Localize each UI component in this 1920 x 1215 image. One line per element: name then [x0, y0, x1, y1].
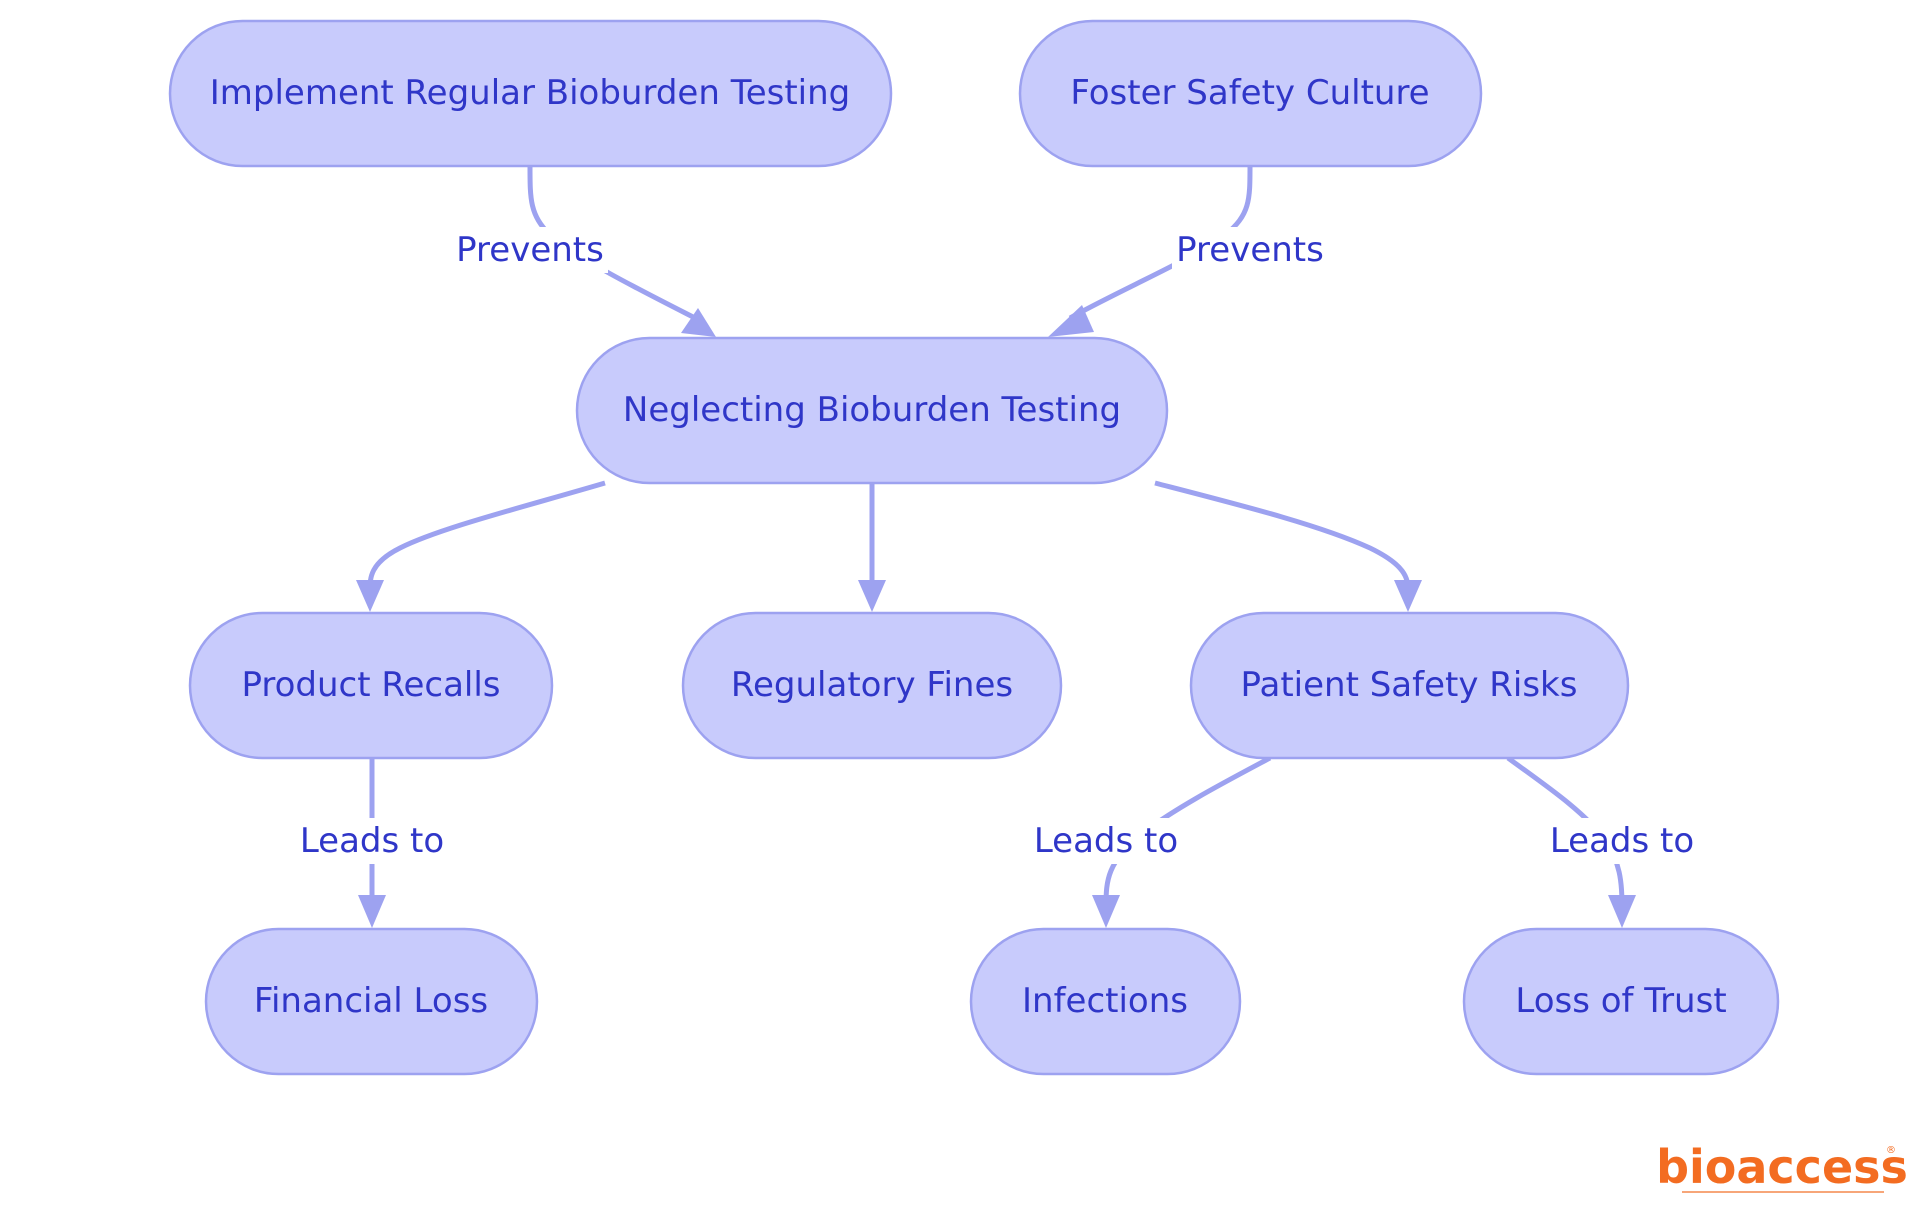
- node-label: Implement Regular Bioburden Testing: [210, 73, 851, 113]
- node-neglecting-testing: Neglecting Bioburden Testing: [575, 336, 1169, 485]
- node-label: Infections: [1022, 981, 1188, 1021]
- logo-text: bioaccess: [1656, 1140, 1908, 1194]
- node-regulatory-fines: Regulatory Fines: [681, 611, 1063, 760]
- node-label: Neglecting Bioburden Testing: [623, 390, 1121, 430]
- node-label: Loss of Trust: [1515, 981, 1726, 1021]
- arrow-head-icon: [1394, 580, 1422, 612]
- node-label: Product Recalls: [241, 665, 500, 705]
- logo-registered-mark: ®: [1886, 1145, 1896, 1156]
- node-infections: Infections: [969, 927, 1242, 1076]
- arrow-head-icon: [358, 895, 386, 928]
- node-label: Foster Safety Culture: [1070, 73, 1429, 113]
- bioaccess-logo: bioaccess ®: [1656, 1140, 1908, 1194]
- node-label: Financial Loss: [254, 981, 488, 1021]
- arrow-head-icon: [356, 580, 384, 612]
- node-foster-safety-culture: Foster Safety Culture: [1018, 19, 1483, 168]
- node-product-recalls: Product Recalls: [188, 611, 554, 760]
- edge-neglect-to-patient: [1154, 480, 1411, 591]
- edge-label-prevents-right: Prevents: [1176, 230, 1324, 270]
- node-implement-testing: Implement Regular Bioburden Testing: [168, 19, 893, 168]
- arrow-head-icon: [1048, 305, 1094, 337]
- node-label: Patient Safety Risks: [1241, 665, 1578, 705]
- node-financial-loss: Financial Loss: [204, 927, 539, 1076]
- edge-label-leads-to-trust: Leads to: [1550, 821, 1694, 861]
- arrow-head-icon: [858, 580, 886, 612]
- node-patient-safety-risks: Patient Safety Risks: [1189, 611, 1630, 760]
- arrow-head-icon: [681, 308, 716, 337]
- node-loss-of-trust: Loss of Trust: [1462, 927, 1780, 1076]
- edges-layer: Prevents Prevents Leads to Leads to Lead…: [296, 165, 1698, 928]
- nodes-layer: Implement Regular Bioburden Testing Fost…: [168, 19, 1780, 1076]
- arrow-head-icon: [1608, 895, 1636, 928]
- arrow-head-icon: [1092, 895, 1120, 928]
- edge-label-prevents-left: Prevents: [456, 230, 604, 270]
- edge-neglect-to-recalls: [367, 480, 606, 591]
- edge-label-leads-to-financial: Leads to: [300, 821, 444, 861]
- node-label: Regulatory Fines: [731, 665, 1013, 705]
- edge-label-leads-to-infections: Leads to: [1034, 821, 1178, 861]
